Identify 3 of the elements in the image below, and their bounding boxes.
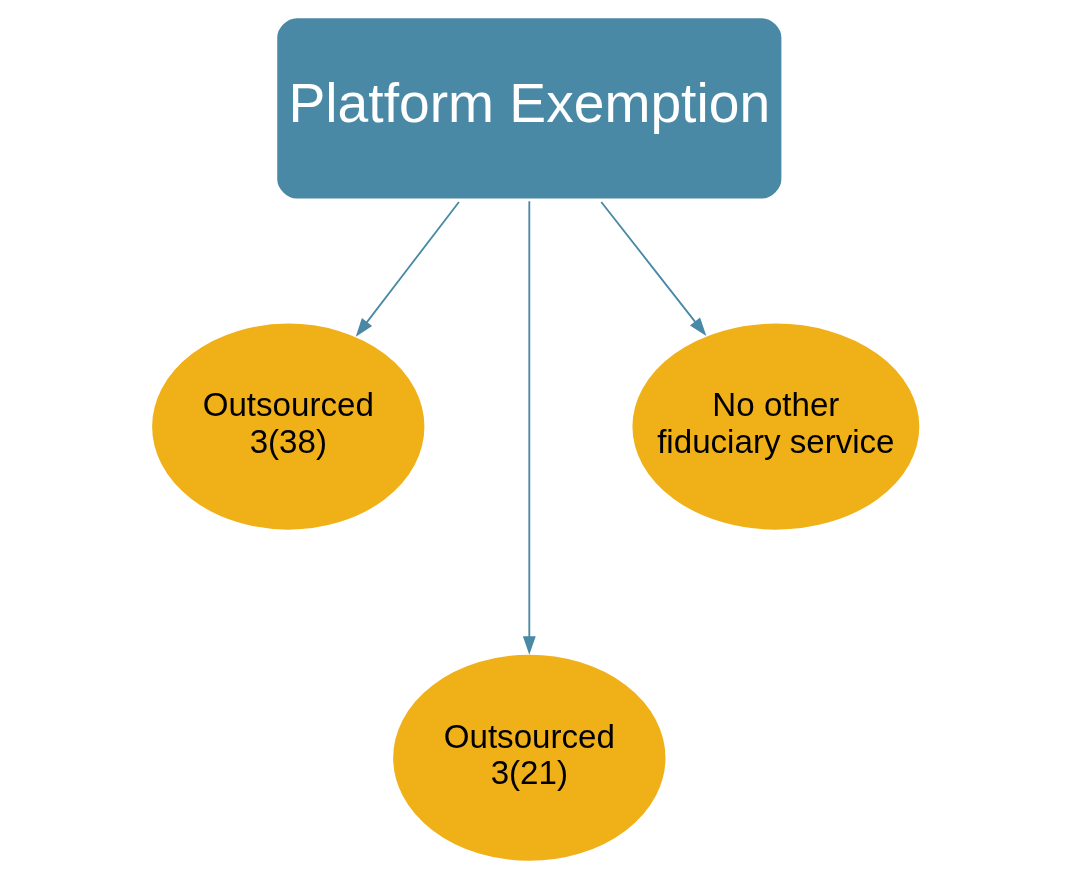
arrow bbox=[355, 201, 460, 337]
arrow bbox=[599, 201, 706, 337]
arrow bbox=[522, 200, 536, 655]
